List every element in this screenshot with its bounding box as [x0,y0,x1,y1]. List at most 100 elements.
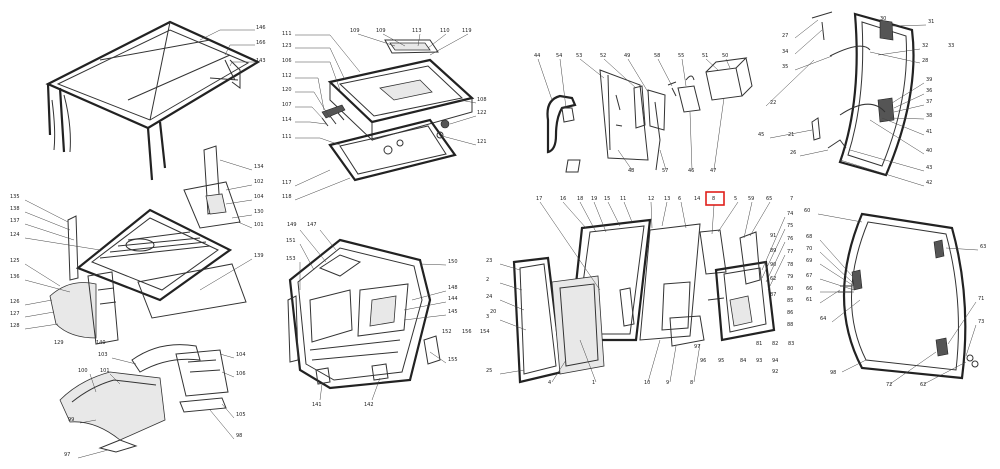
callout-45: 45 [758,132,764,138]
callout-114: 114 [282,117,292,123]
callout-15: 15 [604,196,610,202]
callout-4: 4 [548,380,551,386]
callout-156: 156 [462,329,472,335]
callout-20: 20 [490,309,496,315]
callout-73: 73 [978,319,984,325]
callout-37: 37 [926,99,932,105]
callout-135: 135 [10,194,20,200]
callout-136: 136 [10,274,20,280]
callout-58: 58 [654,53,660,59]
callout-53: 53 [576,53,582,59]
callout-11: 11 [620,196,626,202]
callout-129: 129 [54,340,64,346]
callout-38: 38 [926,113,932,119]
callout-44: 44 [534,53,540,59]
callout-75: 75 [787,223,793,229]
callout-124: 124 [10,232,20,238]
callout-105: 105 [236,412,246,418]
callout-109: 109 [350,28,360,34]
callout-140: 140 [96,340,106,346]
callout-16: 16 [560,196,566,202]
callout-121: 121 [477,139,487,145]
callout-28: 28 [922,58,928,64]
callout-7: 7 [790,196,793,202]
callout-66: 66 [806,286,812,292]
callout-104b: 104 [236,352,246,358]
callout-42: 42 [926,180,932,186]
callout-86: 86 [787,310,793,316]
callout-99: 99 [68,417,74,423]
callout-90: 90 [770,262,776,268]
cab-frame-assembly [287,238,441,390]
callout-50: 50 [722,53,728,59]
callout-97: 97 [694,344,700,350]
callout-106: 106 [282,58,292,64]
callout-95: 95 [718,358,724,364]
callout-113: 113 [412,28,422,34]
callout-118: 118 [282,194,292,200]
callout-126: 126 [10,299,20,305]
callout-64: 64 [820,316,826,322]
callout-152: 152 [442,329,452,335]
callout-48: 48 [628,168,634,174]
callout-81: 81 [756,341,762,347]
callout-144: 144 [448,296,458,302]
callout-18: 18 [577,196,583,202]
door-handle-assembly [546,57,753,173]
callout-24: 24 [486,294,492,300]
callout-143: 143 [256,58,266,64]
callout-47: 47 [710,168,716,174]
callout-123: 123 [282,43,292,49]
callout-137: 137 [10,218,20,224]
callout-109b: 109 [376,28,386,34]
callout-102: 102 [254,179,264,185]
callout-104: 104 [254,194,264,200]
callout-30: 30 [880,16,886,22]
callout-14: 14 [694,196,700,202]
callout-82: 82 [772,341,778,347]
callout-19: 19 [591,196,597,202]
callout-148: 148 [448,285,458,291]
callout-149: 149 [287,222,297,228]
callout-22: 22 [770,100,776,106]
callout-57: 57 [662,168,668,174]
callout-166: 166 [256,40,266,46]
callout-77: 77 [787,249,793,255]
callout-labels: 146 166 143 111 123 106 112 120 107 114 … [10,16,986,458]
callout-43: 43 [926,165,932,171]
callout-111b: 111 [282,134,292,140]
callout-127: 127 [10,311,20,317]
callout-153: 153 [286,256,296,262]
rear-glass-assembly [811,11,915,177]
callout-25: 25 [486,368,492,374]
callout-13: 13 [664,196,670,202]
callout-101b: 101 [100,368,110,374]
callout-46: 46 [688,168,694,174]
callout-67: 67 [806,273,812,279]
callout-108: 108 [477,97,487,103]
callout-59: 59 [748,196,754,202]
fender-assembly [59,344,229,453]
callout-103: 103 [98,352,108,358]
callout-141: 141 [312,402,322,408]
callout-146: 146 [256,25,266,31]
callout-27: 27 [782,33,788,39]
callout-10: 10 [644,380,650,386]
callout-69: 69 [806,258,812,264]
callout-54: 54 [556,53,562,59]
callout-150: 150 [448,259,458,265]
callout-17: 17 [536,196,542,202]
callout-8-highlighted: 8 [712,196,715,202]
callout-93: 93 [756,358,762,364]
callout-125: 125 [10,258,20,264]
callout-31: 31 [928,19,934,25]
callout-74: 74 [787,211,793,217]
callout-87: 87 [770,292,776,298]
callout-35: 35 [782,64,788,70]
callout-62b: 62 [920,382,926,388]
callout-79: 79 [787,274,793,280]
callout-83: 83 [788,341,794,347]
callout-94: 94 [772,358,778,364]
callout-71: 71 [978,296,984,302]
